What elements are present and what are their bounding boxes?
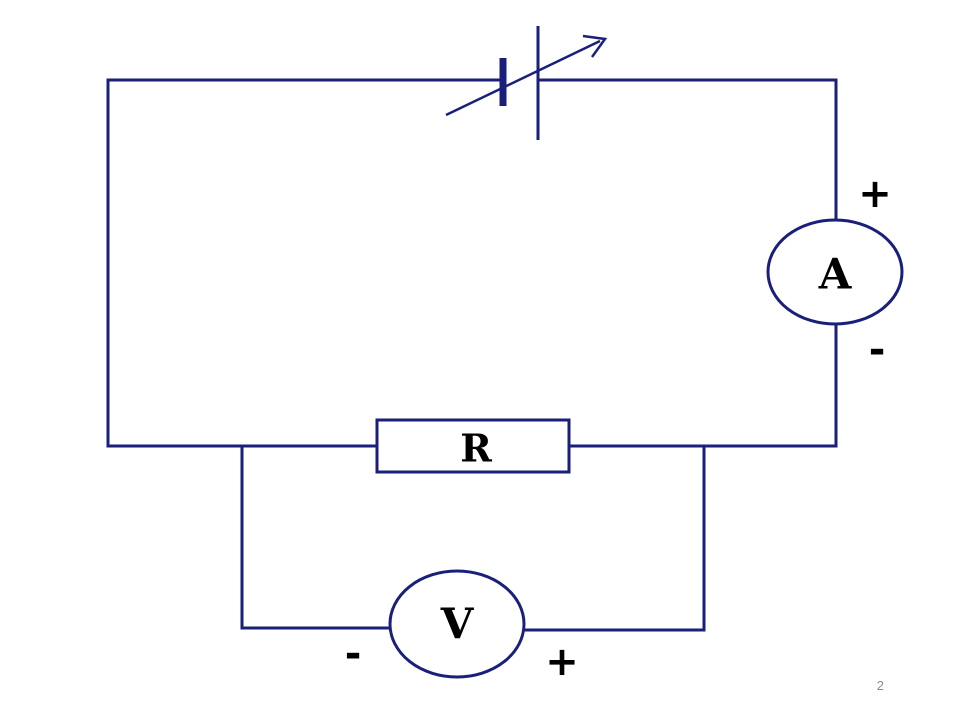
main-circuit-wires: [106, 78, 838, 448]
ammeter-label: A: [818, 250, 853, 299]
ammeter-circle: [766, 218, 904, 326]
ammeter-minus-sign: -: [869, 327, 886, 373]
resistor: R: [375, 418, 571, 474]
arrow-head-icon: [582, 34, 608, 58]
voltmeter-circle: [388, 569, 526, 679]
voltmeter: V - +: [345, 569, 579, 685]
voltmeter-branch-wires: [240, 444, 706, 632]
ammeter: A + -: [766, 171, 904, 373]
voltmeter-plus-sign: +: [545, 639, 579, 685]
variable-arrow-icon: [445, 39, 601, 117]
resistor-label: R: [460, 426, 492, 471]
voltmeter-minus-sign: -: [345, 631, 362, 677]
variable-battery-symbol: [445, 26, 608, 140]
resistor-body: [375, 418, 571, 474]
voltmeter-label: V: [440, 600, 475, 649]
ammeter-plus-sign: +: [858, 171, 892, 217]
page-number: 2: [876, 678, 884, 693]
